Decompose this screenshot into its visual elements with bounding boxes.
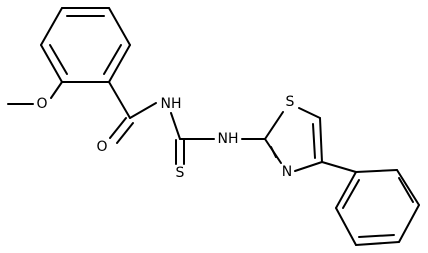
- bond-double-inner: [312, 123, 316, 159]
- bond-double-inner: [342, 179, 360, 209]
- ring-nitrogen-label: N: [282, 164, 292, 180]
- amide-nh-label: NH: [161, 96, 182, 112]
- methoxy-group: O: [7, 81, 63, 112]
- bond: [398, 204, 420, 243]
- bond-double-inner: [103, 44, 122, 75]
- bond: [40, 44, 63, 83]
- bond: [170, 112, 181, 140]
- bond: [294, 161, 323, 172]
- bond-double-inner: [398, 177, 414, 203]
- ring-sulfur-label: S: [286, 94, 295, 110]
- thiourea-group: S NH: [170, 112, 266, 181]
- bond: [108, 81, 131, 119]
- bond-carbonyl: [116, 122, 134, 144]
- bond-carbonyl: [109, 117, 127, 139]
- thioamide-nh-label: NH: [218, 131, 239, 147]
- phenyl-ring: [321, 161, 420, 246]
- bond: [319, 117, 323, 163]
- methoxyphenyl-ring: [40, 7, 131, 83]
- bond: [335, 171, 357, 209]
- bond: [298, 107, 321, 119]
- bond: [335, 207, 357, 246]
- thione-sulfur-label: S: [176, 165, 185, 181]
- carbonyl-oxygen-label: O: [96, 139, 107, 155]
- thiazole-ring: S N: [264, 94, 323, 180]
- bond: [355, 169, 398, 173]
- bond-double-inner: [358, 234, 395, 238]
- bond-double-inner: [270, 146, 277, 158]
- bond-double-inner: [49, 44, 68, 75]
- bond: [321, 161, 357, 173]
- bond: [396, 169, 420, 206]
- bond: [50, 81, 63, 99]
- carbonyl-group: O NH: [96, 81, 182, 155]
- bond: [108, 7, 131, 46]
- bond: [108, 44, 131, 83]
- bond: [40, 7, 63, 46]
- bond: [129, 102, 157, 119]
- bond: [355, 241, 400, 246]
- bond: [264, 111, 284, 140]
- methoxy-oxygen-label: O: [36, 96, 47, 112]
